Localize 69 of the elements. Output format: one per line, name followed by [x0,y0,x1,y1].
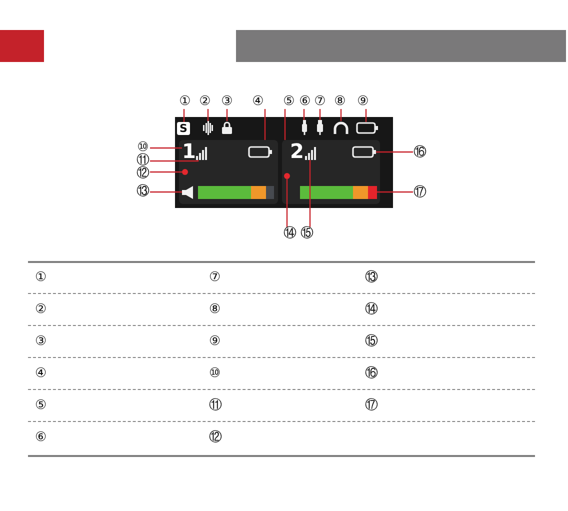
callout-number: ② [198,95,212,109]
jack-plug-icon [317,120,323,135]
leader-line [309,160,311,227]
callout-number: ⑮ [300,227,314,241]
callout-number: ③ [220,95,234,109]
callout-number: ⑨ [356,95,370,109]
leader-line [150,171,182,173]
jack-plug-icon [302,120,307,135]
signal-bars-icon [305,147,316,160]
callout-number: ⑨ [209,335,221,349]
channel-number: 2 [290,140,304,162]
leader-line [207,109,209,121]
level-meter [198,186,274,199]
leader-line [377,191,413,193]
signal-bars-icon [196,147,207,160]
speaker-icon [182,186,193,199]
callout-number: ⑬ [136,185,150,199]
channel-number: 1 [182,140,197,162]
callout-number: ⑤ [35,399,47,413]
leader-line [365,109,367,122]
channel-panel [282,140,380,204]
callout-number: ⑯ [413,146,427,160]
callout-number: ① [35,271,47,285]
callout-number: ⑦ [209,271,221,285]
callout-number: ⑫ [136,167,150,181]
leader-line [150,147,182,149]
callout-number: ⑰ [365,399,378,413]
waveform-icon [203,121,213,135]
callout-number: ⑭ [283,227,297,241]
leader-line [303,109,305,120]
callout-number: ⑩ [209,367,221,381]
callout-number: ⑦ [313,95,327,109]
leader-line [183,109,185,122]
callout-number: ⑧ [209,303,221,317]
callout-number: ⑥ [35,431,47,445]
callout-number: ⑤ [282,95,296,109]
battery-icon [356,122,378,134]
leader-line [340,109,342,121]
callout-number: ② [35,303,47,317]
callout-number: ⑭ [365,303,378,317]
leader-line [376,151,413,153]
leader-line [150,160,199,162]
callout-number: ⑪ [209,399,222,413]
leader-line [319,109,321,120]
channel-panel [179,140,278,204]
battery-icon [352,146,376,158]
leader-line [150,191,182,193]
headphones-icon [333,121,349,135]
status-dot [182,169,188,175]
callout-number: ⑮ [365,335,378,349]
callout-number: ⑫ [209,431,222,445]
callout-number: ④ [251,95,265,109]
leader-line [284,109,286,140]
callout-number: ⑯ [365,367,378,381]
callout-number: ④ [35,367,47,381]
callout-number: ⑧ [333,95,347,109]
callout-number: ⑥ [298,95,312,109]
battery-icon [248,146,272,158]
callout-number: ⑬ [365,271,378,285]
letter-badge: S [177,122,190,135]
lock-icon [222,121,232,134]
status-dot [284,173,290,179]
callout-number: ⑰ [413,186,427,200]
leader-line [286,179,288,227]
leader-line [264,109,266,140]
callout-number: ① [178,95,192,109]
leader-line [226,109,228,121]
level-meter [300,186,377,199]
callout-number: ③ [35,335,47,349]
